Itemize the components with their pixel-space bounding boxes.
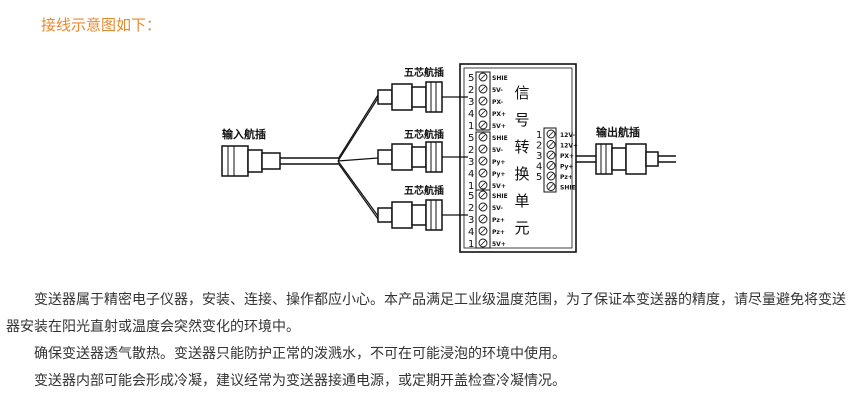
output-pin-label: PX+	[560, 153, 574, 160]
wiring-diagram: 输入航插 五芯航插 五芯航插	[200, 58, 680, 268]
output-terminal-block: 1 12V- 2 12V+ 3 PX+ 4 Py+ 5 Pz+ SHIE	[536, 127, 578, 193]
output-pin-label: 12V-	[560, 132, 576, 139]
connector-3-label: 五芯航插	[404, 184, 444, 197]
unit-label-char: 单	[514, 192, 529, 210]
block3-pin-label: Pz+	[492, 229, 505, 236]
block1-pin-number: 4	[468, 109, 474, 120]
block2-pin-label: Py+	[492, 159, 505, 166]
block2-pin-number: 3	[468, 157, 474, 168]
wiring-diagram-svg: 输入航插 五芯航插 五芯航插	[221, 63, 676, 253]
block2-pin-label: 5V-	[492, 147, 503, 154]
output-pin-number: 3	[536, 151, 542, 162]
block2-pin-label: 5V+	[492, 183, 506, 190]
block2-pin-label: Py+	[492, 171, 505, 178]
unit-label-char: 信	[514, 84, 529, 102]
connector-1-label: 五芯航插	[404, 66, 444, 79]
connector-1	[377, 81, 443, 113]
block3-pin-number: 1	[468, 239, 474, 250]
block3-pin-label: Pz+	[492, 217, 505, 224]
output-pin-label: 12V+	[560, 143, 578, 150]
input-label: 输入航插	[222, 127, 266, 141]
block1-pin-label: 5V+	[492, 123, 506, 130]
output-pin-label: SHIE	[560, 185, 576, 192]
output-connector	[576, 143, 676, 175]
paragraph-3: 变送器内部可能会形成冷凝，建议经常为变送器接通电源，或定期开盖检查冷凝情况。	[34, 373, 566, 389]
block3-pin-number: 2	[468, 203, 474, 214]
block3-pin-label: SHIE	[492, 193, 508, 200]
block2-pin-number: 2	[468, 145, 474, 156]
unit-label-char: 元	[514, 219, 529, 237]
block1-pin-number: 1	[468, 121, 474, 132]
block3-pin-number: 5	[468, 191, 474, 202]
block3-pin-label: 5V-	[492, 205, 503, 212]
block3-pin-number: 3	[468, 215, 474, 226]
block1-pin-label: PX-	[492, 99, 504, 106]
block2-pin-number: 1	[468, 181, 474, 192]
fanout-lines	[337, 94, 379, 220]
block1-pin-number: 2	[468, 85, 474, 96]
output-pin-number: 5	[536, 172, 542, 183]
connector-2	[377, 141, 443, 173]
block1-pin-label: 5V-	[492, 87, 503, 94]
block1-pin-label: PX+	[492, 111, 506, 118]
paragraph-1: 变送器属于精密电子仪器，安装、连接、操作都应小心。本产品满足工业级温度范围，为了…	[6, 292, 846, 335]
output-pin-number: 4	[536, 162, 542, 173]
unit-label-char: 换	[514, 165, 529, 183]
output-pin-number: 1	[536, 130, 542, 141]
input-connector	[221, 145, 338, 177]
block2-pin-number: 4	[468, 169, 474, 180]
output-label: 输出航插	[596, 125, 640, 139]
block2-pin-number: 5	[468, 133, 474, 144]
block1-pin-number: 5	[468, 73, 474, 84]
output-pin-number: 2	[536, 141, 542, 152]
output-pin-label: Py+	[560, 164, 573, 171]
block1-pin-label: SHIE	[492, 75, 508, 82]
unit-label-char: 转	[514, 138, 529, 156]
unit-label-char: 号	[514, 111, 529, 129]
output-pin-label: Pz+	[560, 174, 573, 181]
connector-3	[377, 199, 443, 231]
block3-pin-label: 5V+	[492, 241, 506, 248]
paragraph-2: 确保变送器透气散热。变送器只能防护正常的泼溅水，不可在可能浸泡的环境中使用。	[34, 346, 566, 362]
block3-pin-number: 4	[468, 227, 474, 238]
block2-pin-label: SHIE	[492, 135, 508, 142]
block1-pin-number: 3	[468, 97, 474, 108]
connector-2-label: 五芯航插	[404, 128, 444, 141]
section-heading: 接线示意图如下：	[41, 16, 162, 34]
terminal-block-1: 5 SHIE 2 5V- 3 PX- 4 PX+ 1 5V+	[468, 71, 508, 132]
box-wires	[442, 96, 468, 216]
